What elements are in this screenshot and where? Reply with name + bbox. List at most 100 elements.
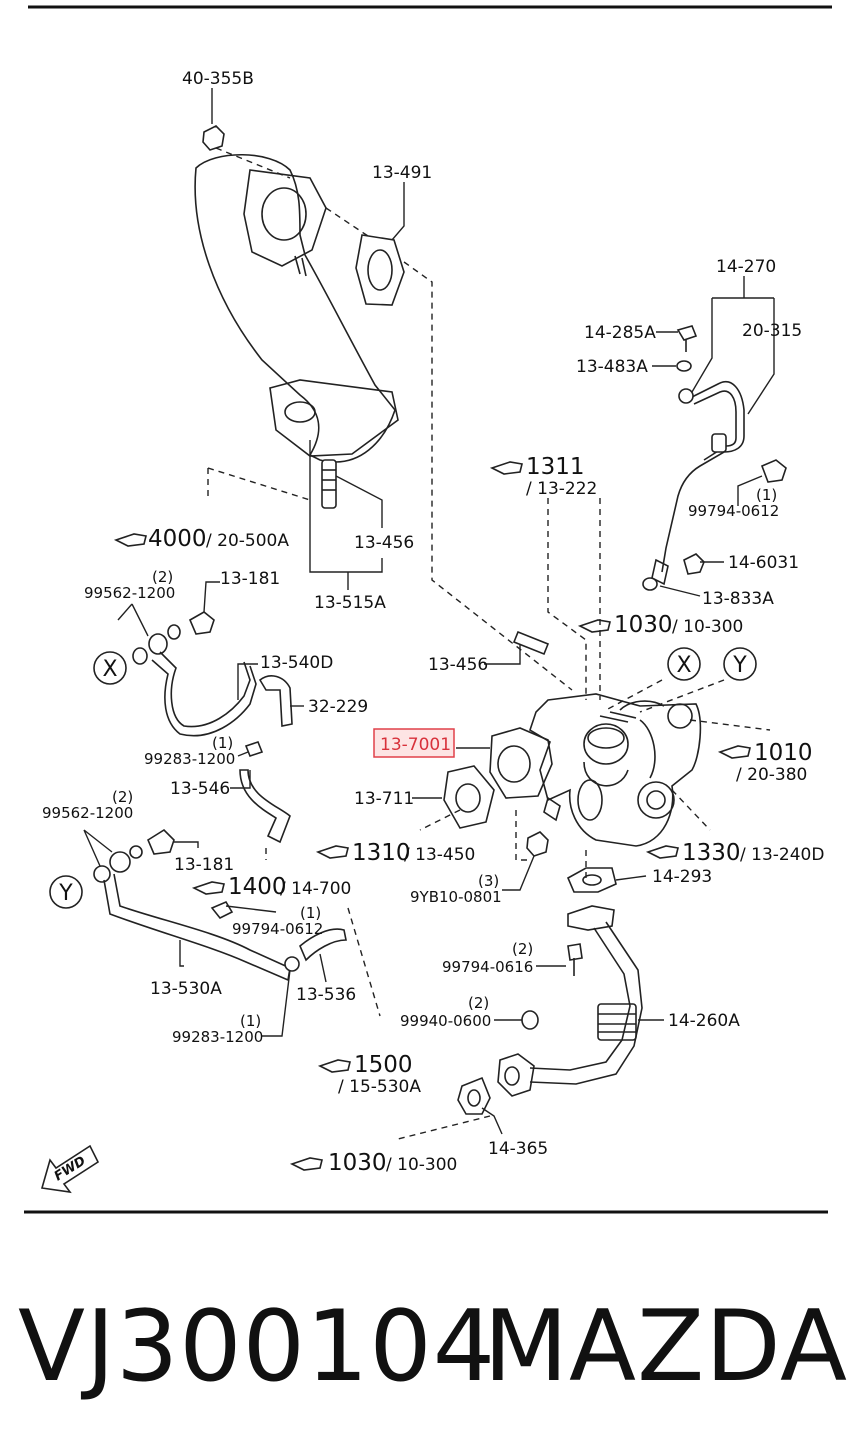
ref-number: 1330 xyxy=(682,840,741,866)
ref-sub: / 13-222 xyxy=(526,479,597,499)
part-label: 99794-0612 xyxy=(688,502,779,520)
water-pipes-drawing xyxy=(93,611,347,982)
turbocharger-drawing xyxy=(443,630,702,857)
part-label: 13-711 xyxy=(354,789,414,809)
part-label: 14-285A xyxy=(584,323,656,343)
quantity-label: (1) xyxy=(240,1012,261,1030)
ref-number: 1400 xyxy=(228,874,287,900)
ref-sub: / 20-380 xyxy=(736,765,807,785)
part-label: 13-530A xyxy=(150,979,222,999)
highlight-box xyxy=(373,728,455,758)
quantity-labels: (2) (1) (2) (1) (1) (3) (2) (2) (1) xyxy=(112,486,777,1030)
ref-1311: 1311 / 13-222 xyxy=(489,454,597,499)
part-label: 13-456 xyxy=(354,533,414,553)
part-label: 9YB10-0801 xyxy=(410,888,502,906)
ref-1330: 1330 / 13-240D xyxy=(645,840,824,866)
part-label: 99562-1200 xyxy=(84,584,175,602)
ref-number: 1500 xyxy=(354,1052,413,1078)
ref-number: 1311 xyxy=(526,454,585,480)
part-label: 13-536 xyxy=(296,985,356,1005)
ref-number: 1030 xyxy=(614,612,673,638)
quantity-label: (2) xyxy=(112,788,133,806)
ref-sub: / 20-500A xyxy=(206,531,289,551)
part-label: 99794-0616 xyxy=(442,958,533,976)
part-label: 32-229 xyxy=(308,697,368,717)
part-label: 14-365 xyxy=(488,1139,548,1159)
connector-x-left: X xyxy=(93,651,127,685)
hand-pointer-icon xyxy=(289,1157,323,1171)
connector-x-label: X xyxy=(676,653,691,678)
part-label: 14-260A xyxy=(668,1011,740,1031)
part-label: 40-355B xyxy=(182,69,254,89)
connector-y-label: Y xyxy=(732,653,747,678)
part-label: 13-833A xyxy=(702,589,774,609)
part-label: 13-546 xyxy=(170,779,230,799)
ref-number: 4000 xyxy=(148,526,207,552)
quantity-label: (2) xyxy=(468,994,489,1012)
ref-number: 1010 xyxy=(754,740,813,766)
quantity-label: (2) xyxy=(512,940,533,958)
part-label: 13-540D xyxy=(260,653,333,673)
connector-y-turbo: Y xyxy=(723,647,757,681)
part-label: 13-483A xyxy=(576,357,648,377)
connector-x-turbo: X xyxy=(667,647,701,681)
ref-4000: 4000 / 20-500A xyxy=(113,526,289,552)
part-label: 14-293 xyxy=(652,867,712,887)
part-label: 13-181 xyxy=(174,855,234,875)
ref-number: 1030 xyxy=(328,1150,387,1176)
connector-y-label: Y xyxy=(58,881,73,906)
hand-pointer-icon xyxy=(717,745,751,759)
part-label: 13-515A xyxy=(314,593,386,613)
hand-pointer-icon xyxy=(577,619,611,633)
part-label: 14-270 xyxy=(716,257,776,277)
quantity-label: (1) xyxy=(756,486,777,504)
quantity-label: (1) xyxy=(300,904,321,922)
ref-sub: / 10-300 xyxy=(386,1155,457,1175)
quantity-label: (2) xyxy=(152,568,173,586)
part-label: 13-491 xyxy=(372,163,432,183)
assembly-dash-lines xyxy=(207,147,771,1141)
part-label: 99940-0600 xyxy=(400,1012,491,1030)
hand-pointer-icon xyxy=(315,845,349,859)
ref-sub: / 13-450 xyxy=(404,845,475,865)
ref-1010: 1010 / 20-380 xyxy=(717,740,813,785)
hand-pointer-icon xyxy=(645,845,679,859)
brand-caption: MAZDA xyxy=(483,1290,848,1404)
hand-pointer-icon xyxy=(191,881,225,895)
ref-sub: / 10-300 xyxy=(672,617,743,637)
highlighted-part-label: 13-7001 xyxy=(380,735,451,755)
quantity-label: (1) xyxy=(212,734,233,752)
ref-1030-lower: 1030 / 10-300 xyxy=(289,1150,457,1176)
fwd-arrow: FWD xyxy=(40,1144,100,1194)
part-label: 99283-1200 xyxy=(172,1028,263,1046)
part-label: 13-456 xyxy=(428,655,488,675)
part-label: 20-315 xyxy=(742,321,802,341)
part-labels: 40-355B 13-491 14-270 14-285A 20-315 13-… xyxy=(42,69,802,1159)
ref-sub: / 13-240D xyxy=(740,845,824,865)
part-label: 14-6031 xyxy=(728,553,799,573)
hand-pointer-icon xyxy=(489,461,523,475)
part-label: 99562-1200 xyxy=(42,804,133,822)
ref-1400: 1400 / 14-700 xyxy=(191,874,351,900)
ref-1500: 1500 / 15-530A xyxy=(317,1052,421,1097)
ref-sub: / 15-530A xyxy=(338,1077,421,1097)
part-label: 13-181 xyxy=(220,569,280,589)
ref-1310: 1310 / 13-450 xyxy=(315,840,475,866)
leader-lines xyxy=(83,88,775,1135)
highlighted-part-13-7001[interactable]: 13-7001 xyxy=(373,728,455,758)
exhaust-downpipe-drawing xyxy=(194,125,405,509)
part-label: 99794-0612 xyxy=(232,920,323,938)
hand-pointer-icon xyxy=(317,1059,351,1073)
part-label: 99283-1200 xyxy=(144,750,235,768)
quantity-label: (3) xyxy=(478,872,499,890)
oil-feed-pipe-drawing xyxy=(642,325,787,591)
caption-bar: VJ300104 MAZDA xyxy=(0,1272,864,1422)
ref-1030-upper: 1030 / 10-300 xyxy=(577,612,743,638)
hand-pointer-icon xyxy=(113,533,147,547)
ref-sub: / 14-700 xyxy=(280,879,351,899)
connector-x-label: X xyxy=(102,657,117,682)
connector-y-left: Y xyxy=(49,875,83,909)
ref-number: 1310 xyxy=(352,840,411,866)
part-number-caption: VJ300104 xyxy=(18,1290,497,1404)
